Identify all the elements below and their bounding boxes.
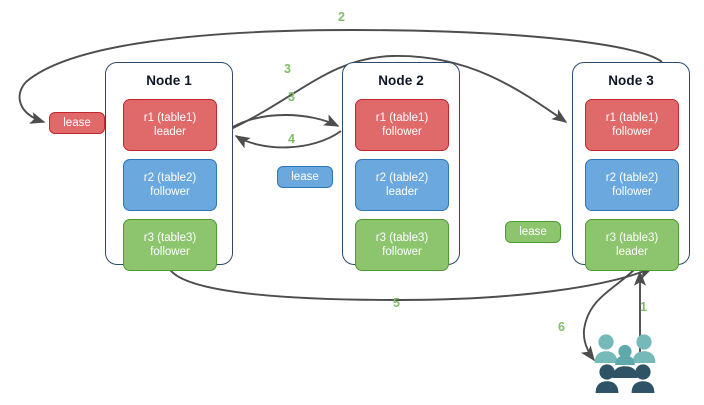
edge-3-forward-node2 — [230, 114, 340, 129]
replica-name: r2 (table2) — [143, 172, 197, 184]
replica-role: leader — [386, 186, 418, 198]
node-title-node1: Node 1 — [146, 73, 192, 88]
replica-node3-r3[interactable]: r3 (table3) leader — [585, 219, 679, 271]
node-box-node1[interactable]: Node 1 r1 (table1) leader r2 (table2) fo… — [105, 62, 233, 271]
replica-name: r1 (table1) — [605, 112, 659, 124]
replica-node1-r1[interactable]: r1 (table1) leader — [123, 99, 217, 151]
replica-name: r3 (table3) — [375, 232, 429, 244]
replica-name: r2 (table2) — [375, 172, 429, 184]
edge-label-2: 2 — [338, 10, 345, 24]
replica-name: r3 (table3) — [605, 232, 659, 244]
replica-role: leader — [616, 246, 648, 258]
lease-badge-green: lease — [505, 221, 561, 243]
replica-node1-r3[interactable]: r3 (table3) follower — [123, 219, 217, 271]
edge-label-3-lower: 3 — [288, 90, 295, 104]
replica-node2-r2[interactable]: r2 (table2) leader — [355, 159, 449, 211]
replica-node2-r3[interactable]: r3 (table3) follower — [355, 219, 449, 271]
edge-label-6: 6 — [558, 320, 565, 334]
node-box-node2[interactable]: Node 2 r1 (table1) follower r2 (table2) … — [342, 62, 460, 271]
replica-name: r3 (table3) — [143, 232, 197, 244]
edge-label-4: 4 — [288, 132, 295, 146]
replica-node3-r1[interactable]: r1 (table1) follower — [585, 99, 679, 151]
edge-5-response-to-node3 — [167, 265, 654, 301]
edge-label-3-upper: 3 — [284, 62, 291, 76]
replica-name: r1 (table1) — [143, 112, 197, 124]
node-box-node3[interactable]: Node 3 r1 (table1) follower r2 (table2) … — [572, 62, 690, 271]
node-title-node2: Node 2 — [378, 73, 424, 88]
replica-role: follower — [612, 186, 652, 198]
replica-node3-r2[interactable]: r2 (table2) follower — [585, 159, 679, 211]
edge-label-1: 1 — [640, 300, 647, 314]
replica-name: r2 (table2) — [605, 172, 659, 184]
replica-role: follower — [612, 126, 652, 138]
replica-role: follower — [382, 126, 422, 138]
users-icon — [594, 334, 656, 393]
replica-role: follower — [382, 246, 422, 258]
replica-node1-r2[interactable]: r2 (table2) follower — [123, 159, 217, 211]
replica-node2-r1[interactable]: r1 (table1) follower — [355, 99, 449, 151]
replica-name: r1 (table1) — [375, 112, 429, 124]
replica-role: follower — [150, 186, 190, 198]
node-title-node3: Node 3 — [608, 73, 654, 88]
lease-badge-red: lease — [49, 112, 105, 134]
edge-label-5: 5 — [393, 296, 400, 310]
replica-role: follower — [150, 246, 190, 258]
replica-role: leader — [154, 126, 186, 138]
lease-badge-blue: lease — [277, 166, 333, 188]
